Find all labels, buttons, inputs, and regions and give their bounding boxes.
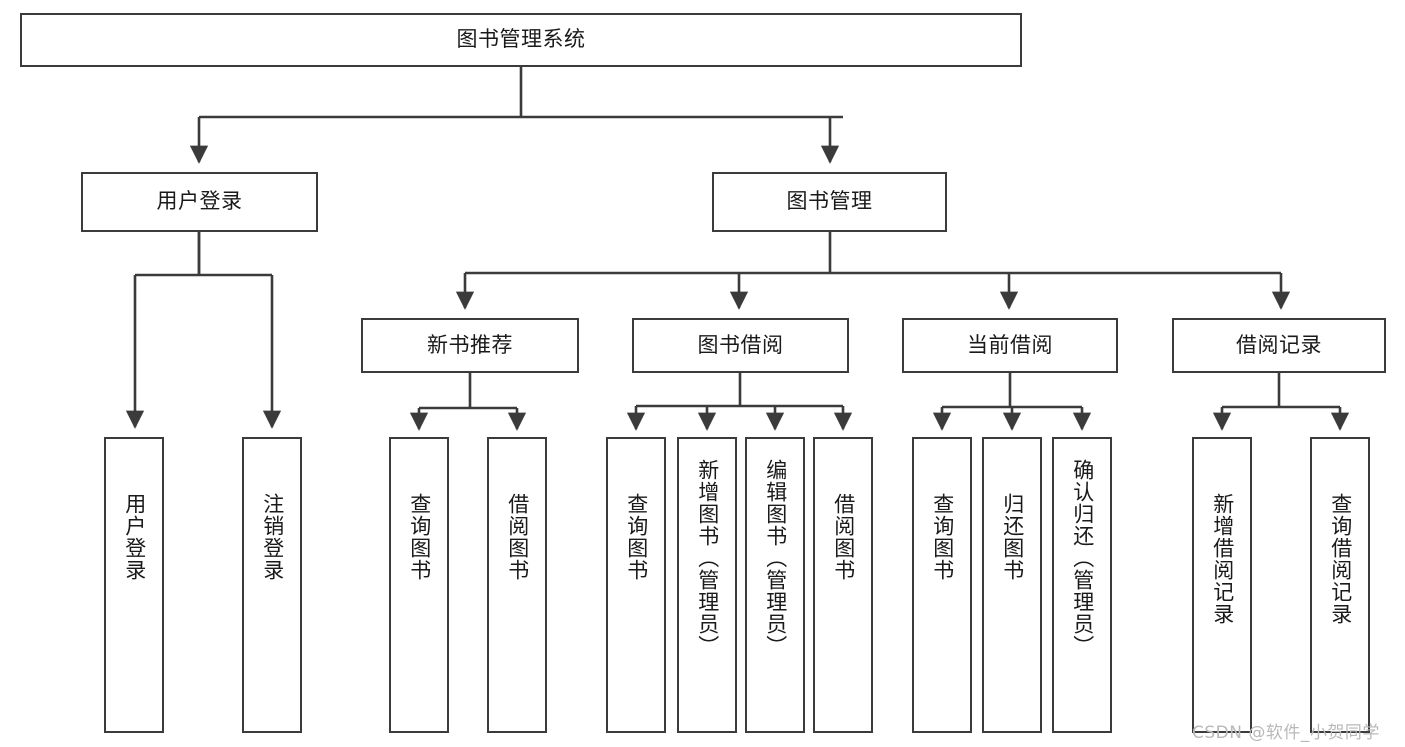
node-leaf-add-book[interactable]: 新增图书（管理员） <box>677 437 737 733</box>
node-leaf-borrow-book-rec[interactable]: 借阅图书 <box>487 437 547 733</box>
node-leaf-query-book-rec[interactable]: 查询图书 <box>389 437 449 733</box>
node-leaf-user-login[interactable]: 用户登录 <box>104 437 164 733</box>
node-leaf-return-book[interactable]: 归还图书 <box>982 437 1042 733</box>
node-borrow-record-label: 借阅记录 <box>1236 332 1322 357</box>
node-new-book-recommend[interactable]: 新书推荐 <box>361 318 579 373</box>
node-leaf-query-record-label: 查询借阅记录 <box>1328 493 1353 625</box>
node-leaf-add-record[interactable]: 新增借阅记录 <box>1192 437 1252 733</box>
node-leaf-borrow-book[interactable]: 借阅图书 <box>813 437 873 733</box>
node-borrow-record[interactable]: 借阅记录 <box>1172 318 1386 373</box>
node-leaf-borrow-book-label: 借阅图书 <box>831 493 856 581</box>
node-root[interactable]: 图书管理系统 <box>20 13 1022 67</box>
node-book-management-label: 图书管理 <box>786 189 873 214</box>
node-leaf-logout-label: 注销登录 <box>260 493 285 581</box>
node-book-borrow-label: 图书借阅 <box>697 332 784 357</box>
node-leaf-add-book-label: 新增图书（管理员） <box>695 459 720 657</box>
node-current-borrow[interactable]: 当前借阅 <box>902 318 1118 373</box>
node-leaf-edit-book-label: 编辑图书（管理员） <box>763 459 788 657</box>
node-leaf-add-record-label: 新增借阅记录 <box>1210 493 1235 625</box>
node-leaf-query-book-cur-label: 查询图书 <box>930 493 955 581</box>
node-root-label: 图书管理系统 <box>456 27 586 52</box>
node-leaf-edit-book[interactable]: 编辑图书（管理员） <box>745 437 805 733</box>
node-leaf-confirm-return[interactable]: 确认归还（管理员） <box>1052 437 1112 733</box>
node-book-management[interactable]: 图书管理 <box>712 172 947 232</box>
node-leaf-query-book-rec-label: 查询图书 <box>407 493 432 581</box>
csdn-watermark: CSDN @软件_小贺同学 <box>1192 723 1380 743</box>
node-leaf-confirm-return-label: 确认归还（管理员） <box>1070 459 1095 657</box>
node-leaf-return-book-label: 归还图书 <box>1000 493 1025 581</box>
node-user-login[interactable]: 用户登录 <box>81 172 318 232</box>
node-leaf-query-record[interactable]: 查询借阅记录 <box>1310 437 1370 733</box>
node-leaf-query-book-borrow-label: 查询图书 <box>624 493 649 581</box>
node-leaf-borrow-book-rec-label: 借阅图书 <box>505 493 530 581</box>
node-user-login-label: 用户登录 <box>156 189 243 214</box>
node-leaf-logout[interactable]: 注销登录 <box>242 437 302 733</box>
node-leaf-query-book-borrow[interactable]: 查询图书 <box>606 437 666 733</box>
node-leaf-user-login-label: 用户登录 <box>122 493 147 581</box>
node-leaf-query-book-cur[interactable]: 查询图书 <box>912 437 972 733</box>
node-current-borrow-label: 当前借阅 <box>967 332 1053 357</box>
node-book-borrow[interactable]: 图书借阅 <box>632 318 849 373</box>
node-new-book-recommend-label: 新书推荐 <box>427 332 513 357</box>
